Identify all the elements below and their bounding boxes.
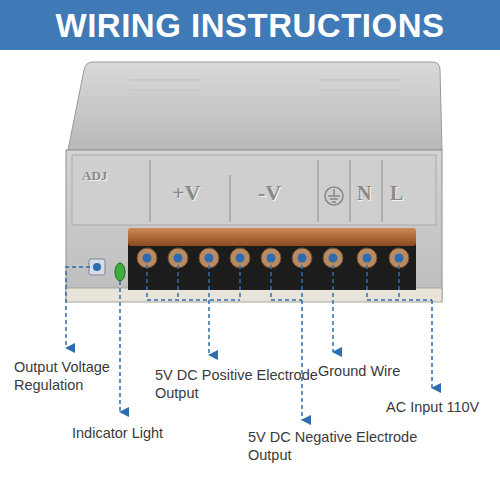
callout-text: Indicator Light (72, 424, 192, 442)
callout-text: AC Input 110V (386, 398, 498, 416)
leader-lines (66, 258, 432, 420)
case-top (68, 62, 442, 150)
terminal-cover (128, 228, 416, 246)
pcb-edge (66, 288, 442, 302)
case-front (66, 150, 442, 300)
terminal-label: N (357, 182, 387, 205)
indicator-led (115, 263, 125, 281)
callout-text: Ground Wire (318, 362, 428, 380)
callout-text: Output Voltage Regulation (14, 358, 124, 394)
label-dividers (150, 160, 382, 222)
terminal-label: -V (258, 180, 308, 206)
callout-text: 5V DC Positive Electrode Output (155, 366, 320, 402)
title: WIRING INSTRUCTIONS (0, 7, 500, 45)
ground-symbol (325, 187, 343, 205)
terminal-label: L (390, 182, 420, 205)
callout-text: 5V DC Negative Electrode Output (248, 428, 423, 464)
adjust-label: ADJ (82, 168, 142, 184)
terminal-label: +V (172, 180, 222, 206)
label-strip (72, 155, 436, 225)
vent-slots (130, 80, 400, 90)
